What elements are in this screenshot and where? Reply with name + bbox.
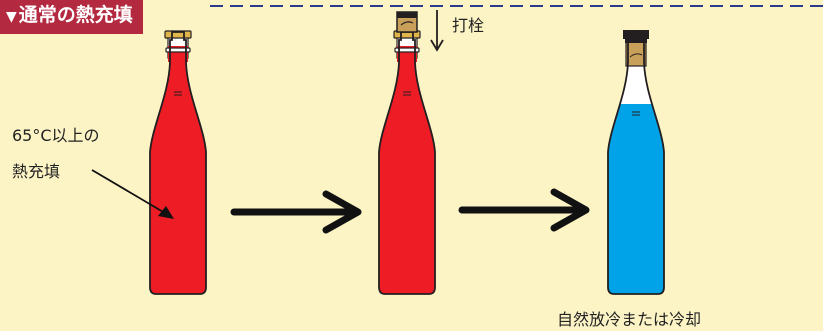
cap-label: 打栓: [452, 16, 485, 35]
pointer-arrow: [91, 169, 174, 219]
bottle-cooled: [607, 30, 665, 295]
fill-label-line2: 熱充填: [12, 162, 61, 181]
bottle-hot-filled: [149, 30, 207, 295]
title-marker-icon: ▼: [6, 9, 17, 25]
down-arrow-icon: [430, 10, 444, 52]
section-title: ▼通常の熱充填: [0, 0, 143, 34]
section-title-text: 通常の熱充填: [18, 4, 133, 26]
cool-label: 自然放冷または冷却: [557, 310, 702, 329]
process-arrow-2: [458, 188, 590, 232]
process-arrow-1: [230, 190, 362, 234]
fill-label-line1: 65°C以上の: [12, 126, 100, 145]
cork-icon: [396, 11, 418, 33]
bottle-capping: [378, 30, 436, 295]
